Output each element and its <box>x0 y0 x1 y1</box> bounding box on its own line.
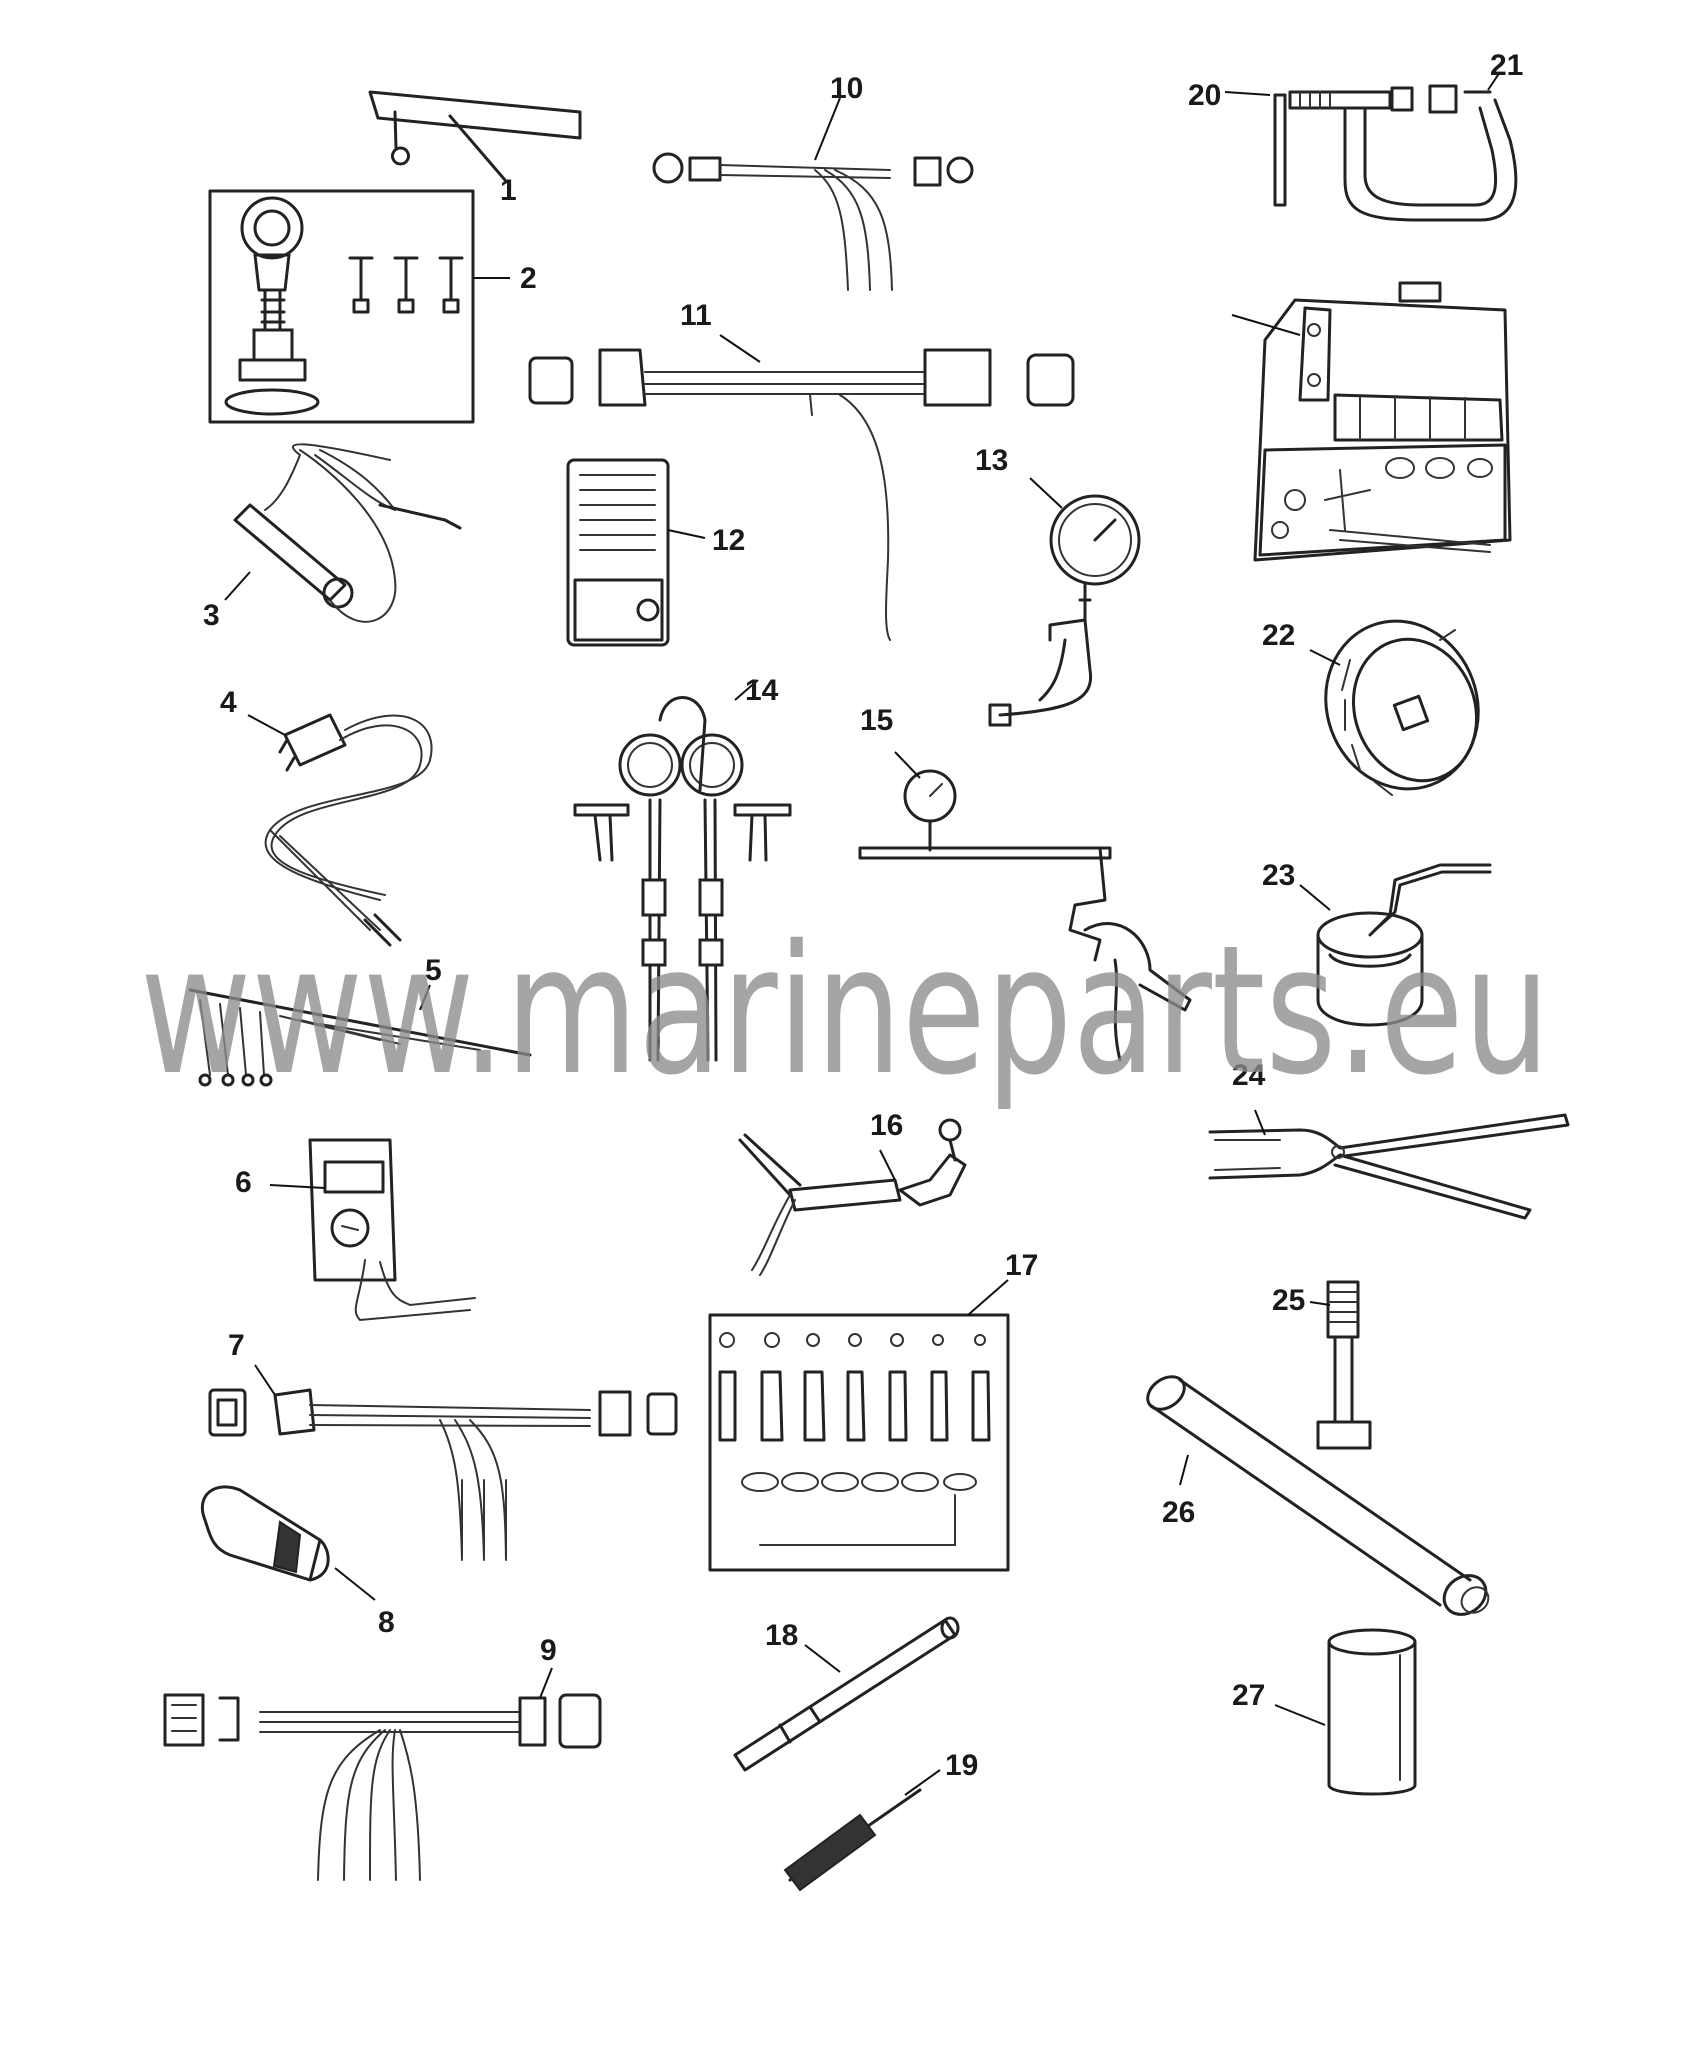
callout-3: 3 <box>203 599 220 632</box>
part-10-small-harness <box>652 97 974 291</box>
callout-15: 15 <box>860 704 893 737</box>
part-22-filter-wrench <box>1309 619 1480 796</box>
part-9-test-harness <box>163 1667 602 1881</box>
part-16-spark-tester <box>738 1118 967 1276</box>
callout-25: 25 <box>1272 1284 1305 1317</box>
callout-18: 18 <box>765 1619 798 1652</box>
part-13-pressure-gauge <box>988 477 1141 727</box>
part-7-test-harness <box>208 1364 678 1561</box>
watermark: www.marineparts.eu <box>140 907 1550 1114</box>
part-25-bolt <box>1309 1280 1372 1450</box>
callout-21: 21 <box>1490 49 1523 82</box>
part-24-pliers <box>1208 1109 1570 1220</box>
part-5-terminal-kit <box>188 984 532 1087</box>
callout-23: 23 <box>1262 859 1295 892</box>
callout-7: 7 <box>228 1329 245 1362</box>
callout-13: 13 <box>975 444 1008 477</box>
callout-12: 12 <box>712 524 745 557</box>
part-26-installer-tube <box>1146 1375 1490 1616</box>
part-1-bar-tool <box>368 90 582 182</box>
part-11-long-harness <box>528 334 1075 641</box>
callout-14: 14 <box>745 674 779 707</box>
part-19-wire-brush <box>783 1769 941 1892</box>
part-6-multimeter <box>269 1138 476 1322</box>
part-15-vacuum-pump <box>858 751 1192 1062</box>
part-3-pencil-tester <box>224 443 462 623</box>
callout-1: 1 <box>500 174 517 207</box>
part-8-rubber-cap <box>201 1485 376 1601</box>
callout-2: 2 <box>520 262 537 295</box>
callout-4: 4 <box>220 686 237 719</box>
part-20-21-c-clamp <box>1224 71 1518 222</box>
part-14-manifold-gauge-set <box>573 679 792 1062</box>
part-4-test-lead-set <box>247 713 433 947</box>
callout-26: 26 <box>1162 1496 1195 1529</box>
part-2-lifting-eye-kit <box>208 189 510 424</box>
callout-16: 16 <box>870 1109 903 1142</box>
callout-6: 6 <box>235 1166 252 1199</box>
callout-22: 22 <box>1262 619 1295 652</box>
callout-27: 27 <box>1232 1679 1265 1712</box>
callout-9: 9 <box>540 1634 557 1667</box>
callout-24: 24 <box>1232 1059 1266 1092</box>
callout-17: 17 <box>1005 1249 1038 1282</box>
part-12-tester-module <box>566 458 706 647</box>
callout-5: 5 <box>425 954 442 987</box>
callout-8: 8 <box>378 1606 395 1639</box>
part-tool-case <box>1231 281 1512 562</box>
callout-19: 19 <box>945 1749 978 1782</box>
part-27-sleeve <box>1274 1628 1417 1796</box>
part-18-punch-tool <box>733 1616 960 1772</box>
callout-11: 11 <box>680 299 712 332</box>
part-23-holder-cup <box>1299 863 1492 1027</box>
callout-10: 10 <box>830 72 863 105</box>
part-17-adapter-kit <box>708 1279 1010 1572</box>
callout-20: 20 <box>1188 79 1221 112</box>
